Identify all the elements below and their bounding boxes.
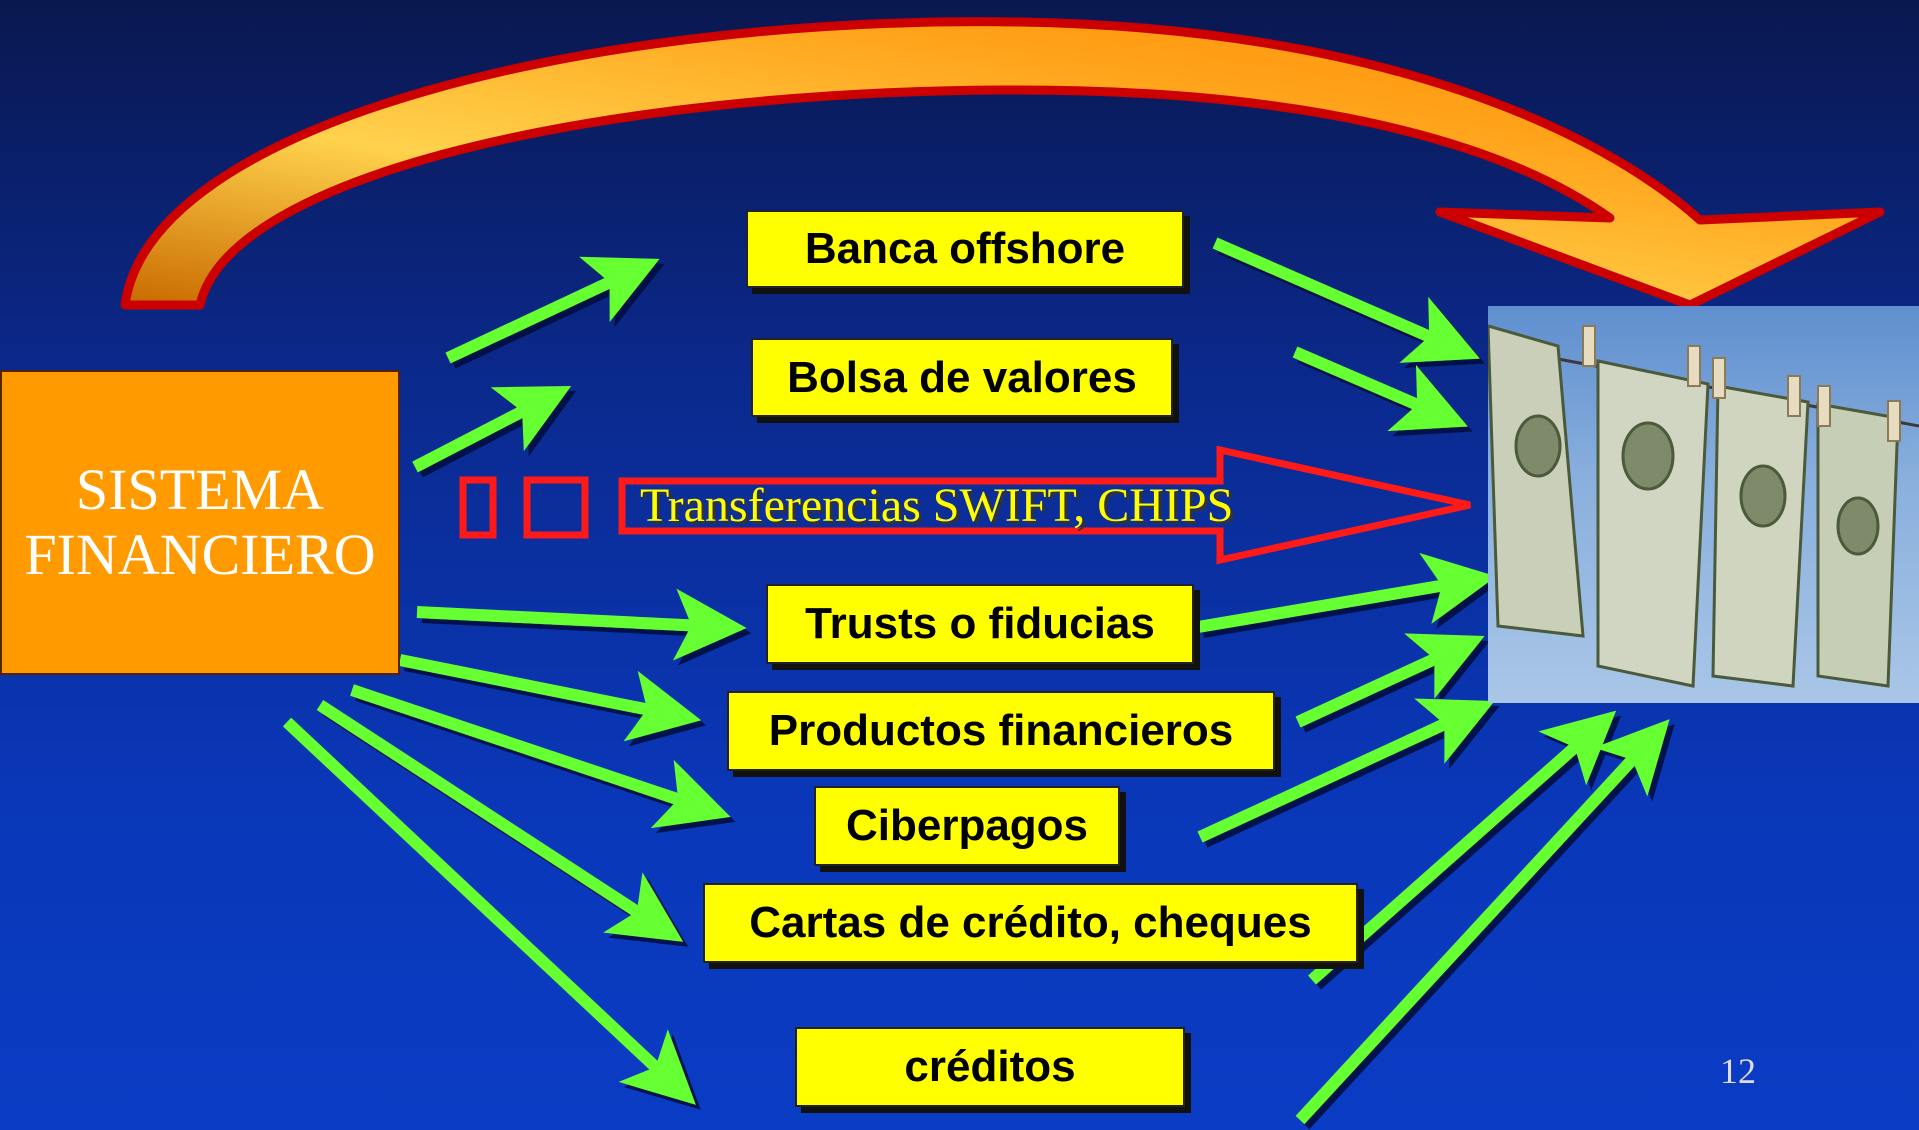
arrow-to-creditos — [282, 717, 696, 1105]
channel-transferencias-swift-chips: Transferencias SWIFT, CHIPS — [640, 479, 1234, 532]
channel-trusts-o-fiducias: Trusts o fiducias — [766, 584, 1194, 664]
channel-label: Ciberpagos — [845, 801, 1089, 850]
arrow-to-trusts — [416, 588, 747, 661]
channel-creditos: créditos — [795, 1027, 1185, 1107]
money-laundering-photo — [1488, 306, 1919, 703]
transfer-arrow — [618, 445, 1471, 565]
channel-label: Banca offshore — [804, 224, 1126, 273]
arrow-to-cartas — [316, 699, 684, 942]
money-photo-art — [1488, 324, 1919, 688]
channel-label: créditos — [904, 1042, 1076, 1091]
banknote-2 — [1596, 359, 1710, 688]
arrow-from-banca — [1212, 237, 1480, 363]
page-number: 12 — [1720, 1051, 1756, 1091]
clothespins — [1582, 325, 1901, 442]
channel-label: Bolsa de valores — [787, 352, 1137, 402]
arrow-to-bolsa — [412, 386, 572, 473]
channel-bolsa-de-valores: Bolsa de valores — [751, 338, 1173, 417]
banknote-3 — [1711, 384, 1810, 688]
source-arrows — [282, 256, 747, 1105]
channel-banca-offshore: Banca offshore — [746, 210, 1184, 288]
arrow-from-ciberpagos — [1197, 698, 1495, 843]
destination-arrows — [1196, 237, 1670, 1125]
arrow-to-productos — [398, 654, 702, 742]
channel-label: Cartas de crédito, cheques — [749, 898, 1312, 947]
arrow-to-banca — [445, 256, 660, 364]
source-label-line2: FINANCIERO — [24, 521, 376, 587]
transfer-markers — [459, 476, 589, 539]
big-curved-arrow — [120, 17, 1885, 310]
arrow-from-creditos — [1295, 719, 1670, 1125]
banknote-4 — [1816, 402, 1900, 688]
channel-label: Productos financieros — [768, 706, 1234, 755]
arrow-to-ciberpagos — [350, 684, 731, 829]
channel-label: Trusts o fiducias — [805, 599, 1155, 648]
arrow-from-trusts — [1196, 552, 1497, 633]
banknote-1 — [1488, 324, 1585, 638]
marker-square-1 — [459, 476, 497, 539]
channel-cartas-de-credito-cheques: Cartas de crédito, cheques — [703, 883, 1358, 963]
source-box-sistema-financiero: SISTEMA FINANCIERO — [0, 370, 400, 675]
marker-square-2 — [523, 476, 589, 539]
channel-ciberpagos: Ciberpagos — [814, 786, 1120, 866]
arrow-from-cartas — [1308, 710, 1617, 985]
channel-productos-financieros: Productos financieros — [727, 691, 1275, 771]
arrow-from-productos — [1295, 633, 1485, 728]
arrow-from-bolsa — [1292, 346, 1468, 432]
source-label-line1: SISTEMA — [75, 456, 325, 522]
